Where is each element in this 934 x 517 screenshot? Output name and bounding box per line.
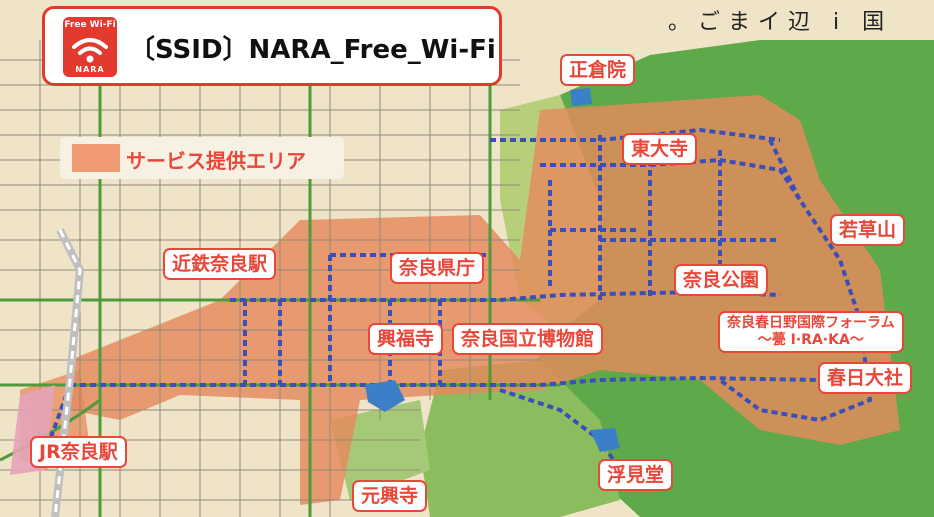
pond-ukimido	[590, 428, 620, 452]
corner-text: 。ごまイ辺 i 国	[668, 10, 893, 35]
ssid-text: 〔SSID〕NARA_Free_Wi-Fi	[129, 35, 496, 65]
label-wakakusayama[interactable]: 若草山	[830, 214, 906, 246]
pond	[365, 380, 405, 412]
ssid-banner: Free Wi-Fi NARA 〔SSID〕NARA_Free_Wi-Fi	[42, 6, 502, 86]
pond-north	[570, 88, 592, 106]
label-kasuga-taisha[interactable]: 春日大社	[818, 362, 913, 394]
label-kofukuji[interactable]: 興福寺	[368, 323, 444, 355]
wifi-logo-top-text: Free Wi-Fi	[64, 20, 116, 30]
label-nara-park[interactable]: 奈良公園	[674, 264, 769, 296]
legend-swatch	[72, 144, 120, 172]
legend: サービス提供エリア	[60, 137, 344, 179]
label-todaiji[interactable]: 東大寺	[622, 133, 698, 165]
forum-label-line1: 奈良春日野国際フォーラム	[727, 315, 895, 331]
label-gangoji[interactable]: 元興寺	[352, 480, 428, 512]
label-jr-nara-station[interactable]: JR奈良駅	[30, 436, 127, 468]
wifi-logo-bottom-text: NARA	[75, 65, 105, 74]
label-kasugano-forum[interactable]: 奈良春日野国際フォーラム 〜甍 I·RA·KA〜	[718, 311, 904, 353]
wifi-logo: Free Wi-Fi NARA	[63, 17, 117, 77]
label-ukimido[interactable]: 浮見堂	[598, 459, 674, 491]
label-shosoin[interactable]: 正倉院	[560, 54, 636, 86]
label-nara-prefectural-office[interactable]: 奈良県庁	[390, 252, 485, 284]
wifi-icon	[72, 38, 108, 63]
label-kintetsu-nara-station[interactable]: 近鉄奈良駅	[163, 248, 277, 280]
forum-label-line2: 〜甍 I·RA·KA〜	[757, 332, 864, 348]
label-nara-national-museum[interactable]: 奈良国立博物館	[452, 323, 604, 355]
legend-label: サービス提供エリア	[126, 149, 306, 173]
